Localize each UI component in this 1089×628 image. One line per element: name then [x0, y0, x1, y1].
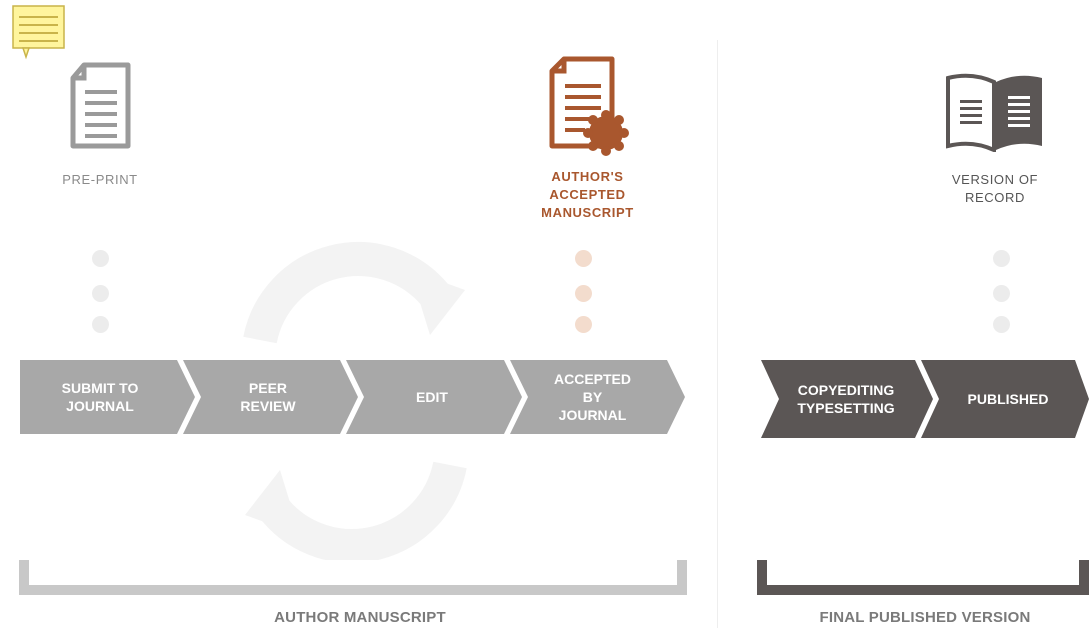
step-arrow-submit [20, 360, 195, 434]
step-label: PUBLISHED [967, 391, 1049, 407]
connector-dot [92, 316, 109, 333]
stage-label-vor: VERSION OF RECORD [951, 172, 1039, 205]
connector-dot [575, 250, 592, 267]
author-manuscript-bracket [19, 560, 687, 595]
final-version-bracket [757, 560, 1089, 595]
phase-divider [717, 40, 718, 628]
step-label: COPYEDITING TYPESETTING [797, 382, 895, 416]
connector-dot [993, 316, 1010, 333]
step-arrow-accepted [510, 360, 685, 434]
connector-dot [993, 250, 1010, 267]
step-arrow-edit [346, 360, 522, 434]
note-icon[interactable] [12, 5, 66, 63]
step-label: PEER REVIEW [240, 380, 296, 414]
connector-dot [92, 250, 109, 267]
cycle-arrows-icon [230, 240, 480, 563]
connector-dot [92, 285, 109, 302]
connector-dot [575, 316, 592, 333]
open-book-icon [944, 72, 1046, 154]
accepted-document-icon [548, 56, 632, 156]
step-label: EDIT [416, 389, 448, 405]
bracket-label-final: FINAL PUBLISHED VERSION [819, 609, 1031, 626]
bracket-label-author: AUTHOR MANUSCRIPT [274, 609, 446, 626]
connector-dot [993, 285, 1010, 302]
step-label: SUBMIT TO JOURNAL [61, 380, 139, 414]
step-arrow-copyediting [761, 360, 933, 438]
step-arrow-published [921, 360, 1089, 438]
step-arrow-peer-review [183, 360, 358, 434]
stage-label-preprint: PRE-PRINT [62, 172, 138, 187]
document-icon [68, 62, 134, 150]
step-label: ACCEPTED BY JOURNAL [553, 371, 631, 423]
connector-dot [575, 285, 592, 302]
stage-label-aam: AUTHOR'S ACCEPTED MANUSCRIPT [541, 169, 634, 220]
